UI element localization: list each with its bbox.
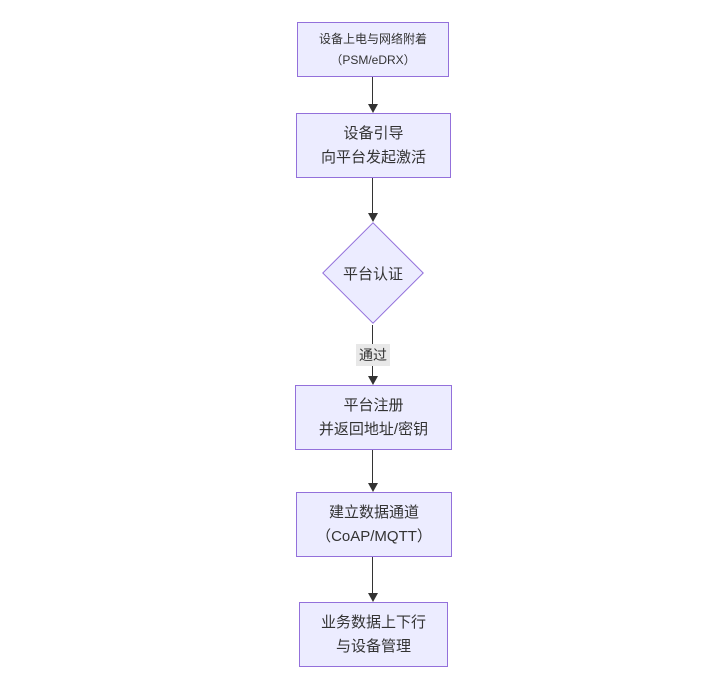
- node-power-on-line2: （PSM/eDRX）: [330, 52, 416, 67]
- edge-line-2: [372, 178, 373, 213]
- node-business-data-line1: 业务数据上下行: [320, 614, 426, 632]
- arrowhead-icon-2: [367, 213, 378, 222]
- node-register-line2: 并返回地址/密钥: [318, 420, 429, 438]
- arrowhead-icon-1: [367, 104, 378, 113]
- arrowhead-icon-3: [367, 376, 378, 385]
- edge-line-1: [372, 77, 373, 104]
- node-bootstrap-line2: 向平台发起激活: [320, 148, 426, 166]
- node-power-on: 设备上电与网络附着 （PSM/eDRX）: [297, 22, 449, 77]
- decision-platform-auth-label: 平台认证: [342, 266, 403, 283]
- edge-line-5: [372, 557, 373, 593]
- edge-label-pass: 通过: [356, 344, 390, 366]
- edge-line-4: [372, 450, 373, 483]
- arrowhead-icon-4: [367, 483, 378, 492]
- arrowhead-icon-5: [367, 593, 378, 602]
- node-data-channel-line2: （CoAP/MQTT）: [316, 527, 432, 545]
- node-register: 平台注册 并返回地址/密钥: [295, 385, 452, 450]
- node-data-channel: 建立数据通道 （CoAP/MQTT）: [296, 492, 452, 557]
- node-power-on-line1: 设备上电与网络附着: [318, 32, 427, 47]
- node-bootstrap: 设备引导 向平台发起激活: [296, 113, 451, 178]
- node-bootstrap-line1: 设备引导: [343, 125, 404, 143]
- node-register-line1: 平台注册: [343, 397, 404, 415]
- node-data-channel-line1: 建立数据通道: [328, 504, 419, 522]
- node-business-data-line2: 与设备管理: [335, 637, 411, 655]
- node-business-data: 业务数据上下行 与设备管理: [299, 602, 448, 667]
